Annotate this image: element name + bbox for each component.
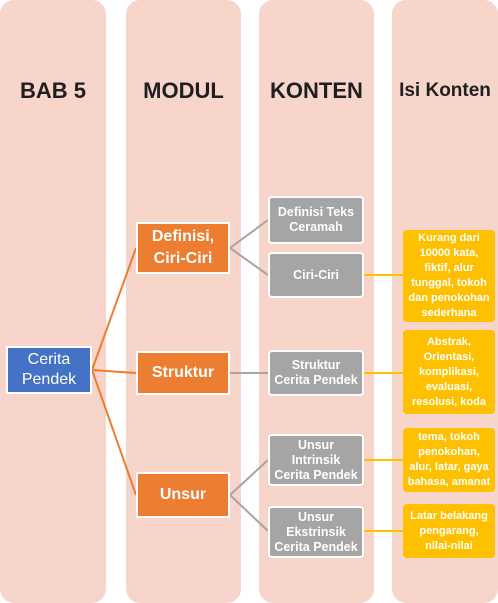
content-struktur-cerita-pendek: Struktur Cerita Pendek <box>268 350 364 396</box>
content-definisi-teks-ceramah: Definisi Teks Ceramah <box>268 196 364 244</box>
connector-root-struktur <box>91 369 137 374</box>
detail-ciri-ciri: Kurang dari 10000 kata, fiktif, alur tun… <box>403 230 495 322</box>
detail-unsur-intrinsik: tema, tokoh penokohan, alur, latar, gaya… <box>403 428 495 492</box>
detail-unsur-ekstrinsik: Latar belakang pengarang, nilai-nilai <box>403 504 495 558</box>
header-konten: KONTEN <box>270 78 363 103</box>
module-struktur: Struktur <box>136 351 230 395</box>
detail-struktur: Abstrak, Orientasi, komplikasi, evaluasi… <box>403 330 495 414</box>
content-unsur-ekstrinsik: Unsur Ekstrinsik Cerita Pendek <box>268 506 364 558</box>
connector-root-unsur <box>91 369 137 496</box>
header-modul: MODUL <box>143 78 224 103</box>
column-konten: KONTEN <box>259 0 374 603</box>
column-bab: BAB 5 <box>0 0 106 603</box>
connector-definisi-ciri <box>229 247 269 276</box>
content-unsur-intrinsik: Unsur Intrinsik Cerita Pendek <box>268 434 364 486</box>
connector-root-definisi <box>91 247 137 371</box>
module-unsur: Unsur <box>136 472 230 518</box>
connector-unsur-ekstrinsik <box>229 494 269 532</box>
header-isi-konten: Isi Konten <box>399 80 491 101</box>
content-ciri-ciri: Ciri-Ciri <box>268 252 364 298</box>
header-bab: BAB 5 <box>19 78 86 103</box>
connector-definisi-teks <box>229 219 269 249</box>
root-node-cerita-pendek: Cerita Pendek <box>6 346 92 394</box>
module-connectors <box>229 219 269 532</box>
connector-unsur-intrinsik <box>229 459 269 496</box>
content-connectors <box>364 274 403 532</box>
root-connectors <box>91 247 137 496</box>
module-definisi-ciri-ciri: Definisi, Ciri-Ciri <box>136 222 230 274</box>
